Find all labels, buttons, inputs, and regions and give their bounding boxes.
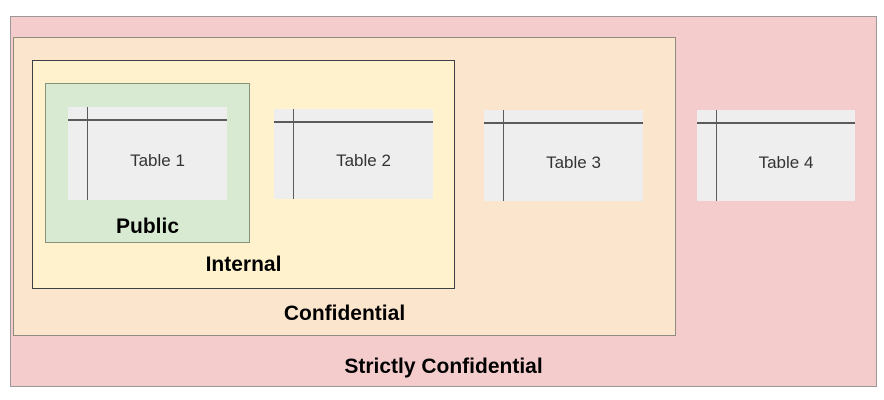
table-left-column-strip — [484, 110, 504, 201]
table-left-column-strip — [274, 109, 294, 199]
zone-label-internal: Internal — [205, 253, 282, 276]
table-3-label: Table 3 — [546, 152, 601, 172]
zone-label-confidential: Confidential — [283, 302, 406, 325]
zone-internal: Table 1 Public Table 2 Internal — [32, 60, 455, 289]
table-left-column-strip — [68, 107, 88, 200]
zone-label-strictly-confidential: Strictly Confidential — [344, 355, 543, 378]
table-2-shape: Table 2 — [274, 109, 433, 199]
zone-confidential: Table 1 Public Table 2 Internal Table 3 — [13, 37, 676, 336]
table-4-label: Table 4 — [758, 152, 814, 172]
table-header-strip — [68, 107, 227, 121]
table-header-strip — [484, 110, 643, 124]
zone-public: Table 1 Public — [45, 83, 250, 243]
table-left-column-strip — [697, 110, 717, 201]
table-1-label: Table 1 — [130, 150, 185, 170]
table-4-shape: Table 4 — [697, 110, 855, 201]
zone-label-public: Public — [115, 215, 179, 238]
table-header-strip — [697, 110, 855, 124]
table-1-shape: Table 1 — [68, 107, 227, 200]
table-header-strip — [274, 109, 433, 123]
zone-strictly-confidential: Table 1 Public Table 2 Internal Table 3 — [10, 16, 877, 387]
table-2-label: Table 2 — [336, 151, 391, 170]
table-3-shape: Table 3 — [484, 110, 643, 201]
